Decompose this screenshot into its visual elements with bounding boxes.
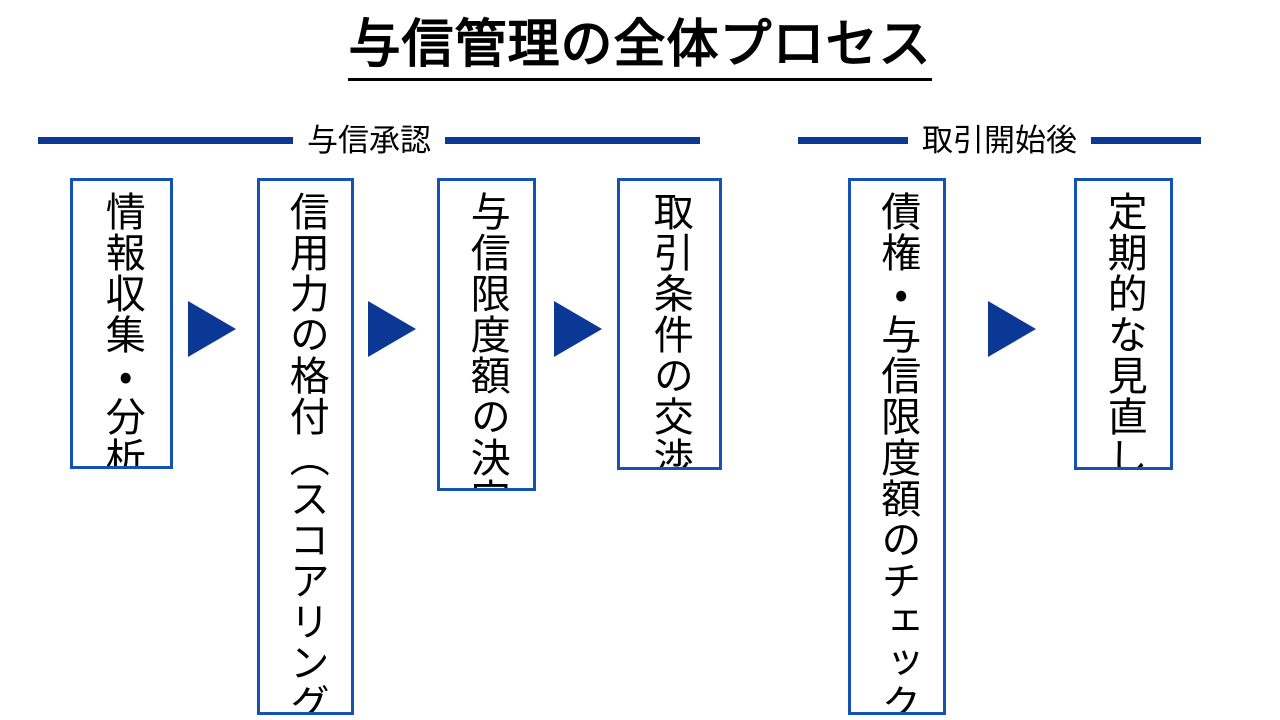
section-label-credit-approval: 与信承認 — [307, 122, 431, 158]
process-box-periodic-review[interactable]: 定期的な見直し — [1074, 178, 1173, 470]
process-box-terms-negotiation[interactable]: 取引条件の交渉 — [617, 178, 722, 470]
page-title: 与信管理の全体プロセス — [0, 14, 1280, 82]
process-box-information-collection[interactable]: 情報収集・分析 — [70, 178, 173, 469]
section-rule-right — [445, 136, 700, 144]
arrow-right-icon — [368, 301, 416, 357]
arrow-right-icon — [988, 301, 1036, 357]
section-rule-right — [1091, 136, 1201, 144]
process-box-receivable-limit-check[interactable]: 債権・与信限度額のチェック — [848, 178, 946, 715]
process-box-credit-rating[interactable]: 信用力の格付（スコアリング） — [257, 178, 354, 715]
page-title-text: 与信管理の全体プロセス — [348, 14, 932, 82]
process-box-label: 債権・与信限度額のチェック — [874, 191, 921, 715]
section-label-after-start: 取引開始後 — [922, 122, 1077, 158]
process-box-label: 与信限度額の決定 — [463, 191, 510, 491]
arrow-right-icon — [188, 301, 236, 357]
process-box-label: 信用力の格付（スコアリング） — [282, 191, 329, 715]
process-box-credit-limit-decision[interactable]: 与信限度額の決定 — [437, 178, 536, 491]
process-box-label: 取引条件の交渉 — [646, 191, 693, 470]
section-header-after-start: 取引開始後 — [798, 120, 1210, 160]
section-rule-left — [798, 136, 908, 144]
process-box-label: 情報収集・分析 — [98, 191, 145, 469]
section-rule-left — [38, 136, 293, 144]
section-header-credit-approval: 与信承認 — [38, 120, 750, 160]
process-box-label: 定期的な見直し — [1100, 191, 1147, 470]
arrow-right-icon — [554, 301, 602, 357]
